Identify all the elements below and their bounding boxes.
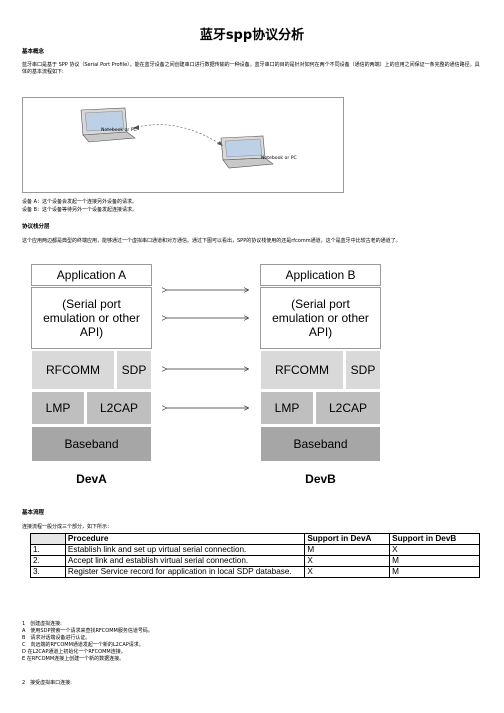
step-2-heading: 2 接受虚拟串口连接: [22, 680, 72, 686]
l2cap-block-a: L2CAP [86, 391, 152, 425]
table-cell: X [304, 555, 391, 567]
laptop-a-label: Notebook or PC [101, 128, 137, 133]
step-item: B 请求对话端设备进行认证。 [22, 635, 91, 641]
step-item: D 在L2CAP通道上初始化一个RFCOMM连接。 [22, 649, 126, 655]
table-cell: X [304, 566, 391, 578]
step-item: C 向远端的RFCOMM通道发起一个新的L2CAP请求。 [22, 642, 144, 648]
step-item: A 使用SDP搜索一个请求来查找RFCOMM服务信道号码。 [22, 628, 153, 634]
device-a-description: 设备 A：这个设备会发起一个连接另外设备的请求。 [22, 199, 138, 205]
section-paragraph-basic-concept: 蓝牙串口是基于 SPP 协议（Serial Port Profile），能在蓝牙… [22, 62, 480, 75]
sdp-block-b: SDP [345, 350, 381, 390]
deva-label: DevA [76, 472, 107, 486]
step-item: 1 创建虚拟连接: [22, 621, 62, 627]
stack-arrows [158, 262, 256, 462]
rfcomm-block-b: RFCOMM [260, 350, 344, 390]
rfcomm-block-a: RFCOMM [31, 350, 115, 390]
l2cap-block-b: L2CAP [315, 391, 381, 425]
laptop-connection-illustration [80, 107, 274, 169]
table-cell: X [389, 544, 480, 556]
table-row: 2. Accept link and establish virtual ser… [30, 555, 480, 567]
table-cell: Establish link and set up virtual serial… [64, 544, 306, 556]
table-cell: Register Service record for application … [64, 566, 306, 578]
table-row: 3. Register Service record for applicati… [30, 566, 480, 578]
table-cell: 1. [30, 544, 66, 556]
section-heading-basic-concept: 基本概念 [22, 49, 45, 55]
table-header-cell: Procedure [64, 533, 306, 545]
sdp-block-a: SDP [116, 350, 152, 390]
table-header-cell: Support in DevB [389, 533, 480, 545]
application-b-block: Application B [260, 264, 381, 286]
laptop-b-label: Notebook or PC [261, 156, 297, 161]
section-paragraph-protocol-stack: 这个应用两边都是典型的终端应用，能够通过一个虚拟串口通道和对方通信。通过下图可以… [22, 238, 401, 244]
table-header-cell: Support in DevA [304, 533, 391, 545]
table-header-cell [30, 533, 66, 545]
laptop-b-icon [220, 135, 274, 169]
section-heading-flow: 基本流程 [22, 510, 45, 516]
table-cell: 3. [30, 566, 66, 578]
step-item: E 在RFCOMM连接上创建一个新的数据连接。 [22, 656, 125, 662]
table-header-row: Procedure Support in DevA Support in Dev… [30, 533, 480, 545]
table-cell: 2. [30, 555, 66, 567]
table-cell: M [304, 544, 391, 556]
application-a-block: Application A [31, 264, 152, 286]
baseband-block-a: Baseband [31, 426, 152, 462]
laptop-a-icon [80, 107, 136, 143]
baseband-block-b: Baseband [260, 426, 381, 462]
table-cell: Accept link and establish virtual serial… [64, 555, 306, 567]
device-b-description: 设备 B：这个设备等待另外一个设备发起连接请求。 [22, 207, 138, 213]
table-cell: M [389, 555, 480, 567]
page-title: 蓝牙spp协议分析 [199, 28, 305, 43]
table-cell: M [389, 566, 480, 578]
devb-label: DevB [305, 472, 336, 486]
wireless-link-line [132, 124, 224, 147]
procedure-table: Procedure Support in DevA Support in Dev… [30, 533, 480, 578]
connection-figure: Notebook or PC Notebook or PC [22, 97, 344, 193]
lmp-block-a: LMP [31, 391, 85, 425]
section-heading-protocol-stack: 协议栈分层 [22, 224, 50, 230]
section-paragraph-flow: 连接流程一般分成三个部分，如下所示： [22, 524, 113, 530]
steps-list: 1 创建虚拟连接: A 使用SDP搜索一个请求来查找RFCOMM服务信道号码。 … [22, 621, 153, 663]
table-row: 1. Establish link and set up virtual ser… [30, 544, 480, 556]
lmp-block-b: LMP [260, 391, 314, 425]
